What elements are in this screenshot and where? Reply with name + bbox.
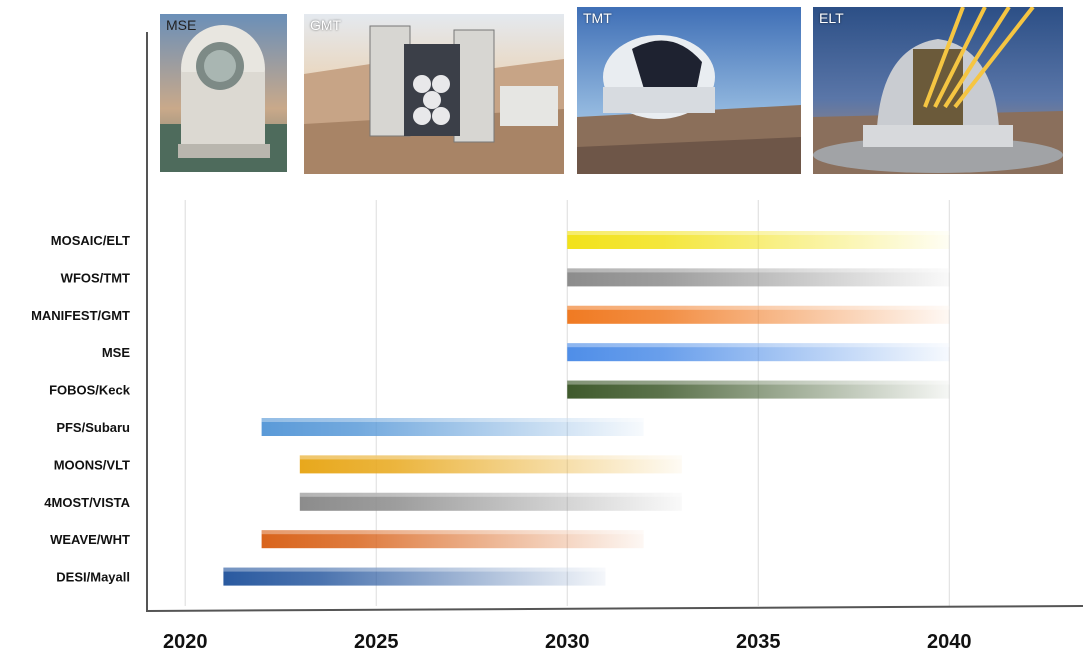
bar-highlight	[299, 492, 682, 497]
x-tick-label: 2025	[354, 631, 399, 652]
bar-pfs-subaru	[261, 418, 644, 436]
category-label: 4MOST/VISTA	[44, 495, 130, 510]
bar-highlight	[261, 530, 644, 535]
x-tick-label: 2035	[736, 631, 781, 652]
category-label: MOSAIC/ELT	[51, 233, 130, 248]
elt-image-panel: ELT	[813, 7, 1063, 174]
elt-laser-dome-image	[813, 7, 1063, 174]
bar-mse	[567, 343, 950, 362]
category-label: WEAVE/WHT	[50, 532, 130, 547]
bar-mosaic-elt	[567, 231, 950, 249]
bar-highlight	[567, 305, 950, 310]
bar-fobos-keck	[567, 380, 950, 399]
bar-highlight	[567, 380, 950, 385]
mse-image-panel: MSE	[160, 14, 287, 172]
category-label: FOBOS/Keck	[49, 383, 131, 398]
bar-wfos-tmt	[567, 268, 950, 287]
gmt-telescope-image	[304, 14, 564, 174]
category-label: MSE	[102, 345, 131, 360]
bar-highlight	[223, 567, 606, 572]
x-axis-line	[146, 605, 1083, 612]
category-labels: MOSAIC/ELT WFOS/TMT MANIFEST/GMT MSE FOBOS/K…	[31, 233, 131, 585]
bar-moons-vlt	[299, 455, 682, 474]
mse-image-label: MSE	[166, 17, 197, 33]
gmt-image-label: GMT	[310, 17, 342, 33]
category-label: MANIFEST/GMT	[31, 308, 130, 323]
category-label: MOONS/VLT	[54, 457, 130, 472]
x-tick-label: 2040	[927, 631, 972, 652]
bars	[223, 231, 950, 586]
gmt-image-panel: GMT	[304, 14, 564, 174]
bar-4most-vista	[299, 492, 682, 511]
x-tick-label: 2030	[545, 631, 590, 652]
bar-highlight	[567, 343, 950, 348]
mse-dome-image	[160, 14, 287, 172]
bar-desi-mayall	[223, 567, 606, 586]
bar-highlight	[261, 418, 644, 422]
category-label: DESI/Mayall	[56, 570, 130, 585]
bar-highlight	[567, 231, 950, 235]
bar-highlight	[299, 455, 682, 460]
bar-manifest-gmt	[567, 305, 950, 324]
bar-weave-wht	[261, 530, 644, 549]
x-tick-label: 2020	[163, 631, 208, 652]
x-tick-labels: 2020 2025 2030 2035 2040	[163, 631, 972, 652]
tmt-dome-image	[577, 7, 801, 174]
elt-image-label: ELT	[819, 10, 844, 26]
category-label: WFOS/TMT	[61, 270, 130, 285]
tmt-image-panel: TMT	[577, 7, 801, 174]
tmt-image-label: TMT	[583, 10, 612, 26]
category-label: PFS/Subaru	[56, 420, 130, 435]
bar-highlight	[567, 268, 950, 273]
